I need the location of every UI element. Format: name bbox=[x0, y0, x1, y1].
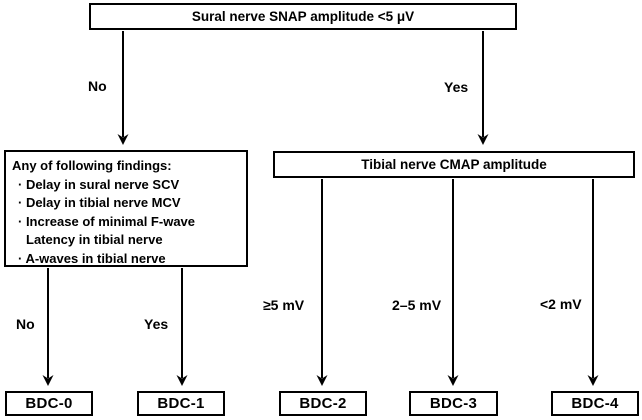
outcome-label: BDC-3 bbox=[429, 395, 478, 412]
cmap-decision-box: Tibial nerve CMAP amplitude bbox=[273, 151, 635, 178]
arrowhead-cmap-2to5 bbox=[447, 375, 459, 386]
outcome-box-bdc4: BDC-4 bbox=[551, 391, 639, 416]
outcome-label: BDC-2 bbox=[299, 395, 347, 412]
findings-item: · A-waves in tibial nerve bbox=[18, 250, 166, 266]
outcome-box-bdc1: BDC-1 bbox=[137, 391, 225, 416]
outcome-box-bdc2: BDC-2 bbox=[279, 391, 367, 416]
branch-label-cmap-ge5: ≥5 mV bbox=[263, 297, 305, 313]
outcome-box-bdc0: BDC-0 bbox=[5, 391, 93, 416]
outcome-label: BDC-1 bbox=[157, 395, 205, 412]
findings-item: · Increase of minimal F-wave Latency in … bbox=[18, 213, 196, 248]
arrowhead-root-no bbox=[117, 134, 129, 145]
arrowhead-findings-yes bbox=[176, 375, 188, 386]
arrowhead-findings-no bbox=[42, 375, 54, 386]
findings-item: · Delay in sural nerve SCV bbox=[18, 176, 180, 192]
outcome-label: BDC-0 bbox=[25, 395, 73, 412]
root-decision-label: Sural nerve SNAP amplitude <5 μV bbox=[191, 9, 415, 24]
branch-label-findings-no: No bbox=[16, 316, 35, 332]
root-decision-box: Sural nerve SNAP amplitude <5 μV bbox=[89, 3, 517, 30]
outcome-label: BDC-4 bbox=[571, 395, 619, 412]
arrowhead-root-yes bbox=[477, 134, 489, 145]
findings-list: · Delay in sural nerve SCV · Delay in ti… bbox=[12, 176, 242, 269]
findings-box: Any of following findings: · Delay in su… bbox=[4, 150, 248, 267]
arrowhead-cmap-lt2 bbox=[587, 375, 599, 386]
cmap-decision-label: Tibial nerve CMAP amplitude bbox=[361, 157, 547, 172]
findings-item: · Delay in tibial nerve MCV bbox=[18, 195, 181, 210]
branch-label-root-yes: Yes bbox=[444, 79, 469, 95]
outcome-box-bdc3: BDC-3 bbox=[409, 391, 498, 416]
branch-label-cmap-2to5: 2–5 mV bbox=[392, 297, 442, 313]
findings-title: Any of following findings: bbox=[12, 158, 172, 173]
branch-label-findings-yes: Yes bbox=[144, 316, 169, 332]
branch-label-root-no: No bbox=[88, 78, 107, 94]
arrowhead-cmap-ge5 bbox=[316, 375, 328, 386]
branch-label-cmap-lt2: <2 mV bbox=[540, 296, 582, 312]
